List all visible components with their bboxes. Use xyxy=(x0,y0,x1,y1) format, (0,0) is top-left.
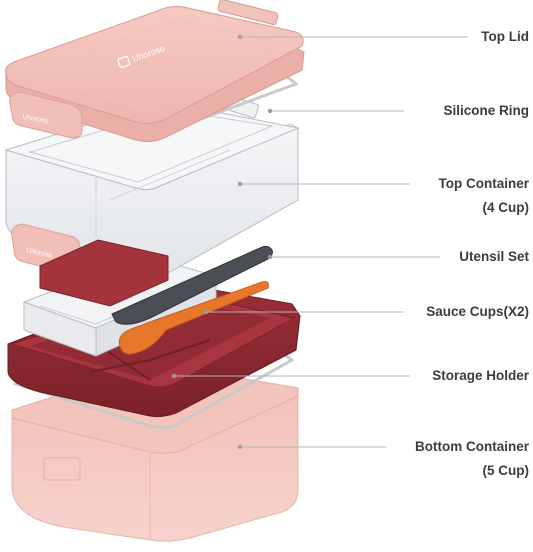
utensil-set-part xyxy=(111,245,273,355)
label-top-lid: Top Lid xyxy=(481,25,529,49)
label-top-lid-line-1: Top Lid xyxy=(481,29,529,44)
lid-clip: Unoroso xyxy=(9,91,83,139)
label-sauce-cups: Sauce Cups(X2) xyxy=(426,300,529,324)
label-utensil-set-line-1: Utensil Set xyxy=(459,249,529,264)
leader-dot-top-lid xyxy=(237,34,243,40)
leader-dot-bottom-container xyxy=(237,444,243,450)
label-silicone-ring-line-1: Silicone Ring xyxy=(443,103,529,118)
label-top-container: Top Container (4 Cup) xyxy=(439,172,530,220)
label-top-container-line-2: (4 Cup) xyxy=(482,200,530,215)
brand-logo-icon xyxy=(117,55,131,69)
label-silicone-ring: Silicone Ring xyxy=(443,99,529,123)
label-sauce-cups-line-1: Sauce Cups(X2) xyxy=(426,304,529,319)
label-storage-holder: Storage Holder xyxy=(432,364,529,388)
leader-dot-sauce-cups xyxy=(203,309,209,315)
label-bottom-container-line-2: (5 Cup) xyxy=(482,463,530,478)
label-top-container-line-1: Top Container xyxy=(438,176,530,191)
leader-dot-top-container xyxy=(237,181,243,187)
label-storage-holder-line-1: Storage Holder xyxy=(432,368,529,383)
leader-dot-utensil-set xyxy=(267,254,273,260)
maroon-inner-tray xyxy=(39,239,169,307)
label-bottom-container: Bottom Container (5 Cup) xyxy=(415,435,529,483)
leader-dot-silicone-ring xyxy=(267,108,273,114)
leader-dot-storage-holder xyxy=(171,373,177,379)
label-bottom-container-line-1: Bottom Container xyxy=(415,439,529,454)
label-utensil-set: Utensil Set xyxy=(459,245,529,269)
